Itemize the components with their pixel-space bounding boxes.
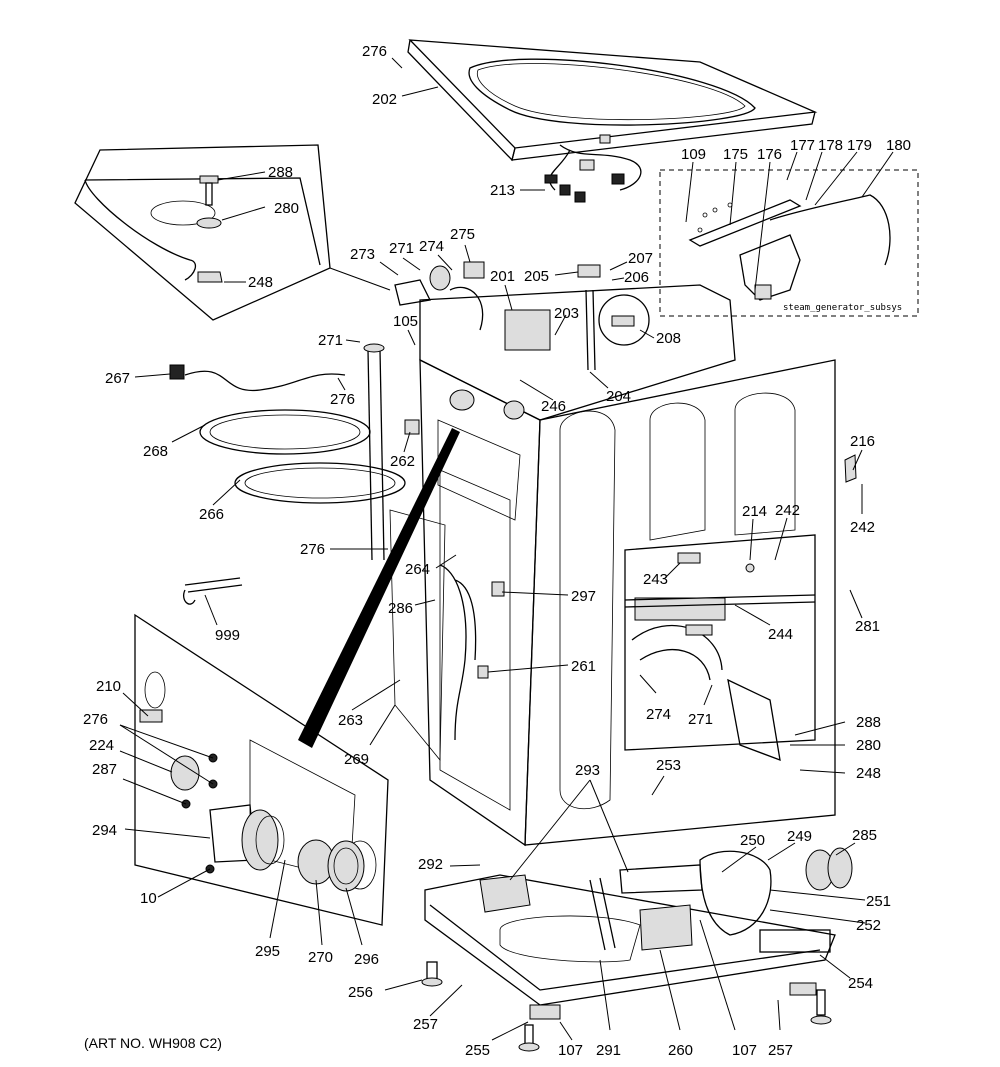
callout-257-right: 257 <box>768 1042 793 1059</box>
callout-179: 179 <box>847 137 872 154</box>
callout-286: 286 <box>388 600 413 617</box>
callout-253: 253 <box>656 757 681 774</box>
callout-293: 293 <box>575 762 600 779</box>
callout-224: 224 <box>89 737 114 754</box>
callout-254: 254 <box>848 975 873 992</box>
callout-288-right: 288 <box>856 714 881 731</box>
callout-999: 999 <box>215 627 240 644</box>
cabinet <box>389 284 836 847</box>
detail-leader-bar <box>298 428 460 748</box>
callout-261: 261 <box>571 658 596 675</box>
callout-242-upper: 242 <box>775 502 800 519</box>
callout-251: 251 <box>866 893 891 910</box>
callout-206: 206 <box>624 269 649 286</box>
callout-248-right: 248 <box>856 765 881 782</box>
callout-294: 294 <box>92 822 117 839</box>
callout-276-hose: 276 <box>330 391 355 408</box>
callout-260: 260 <box>668 1042 693 1059</box>
callout-105: 105 <box>393 313 418 330</box>
callout-210: 210 <box>96 678 121 695</box>
callout-205: 205 <box>524 268 549 285</box>
callout-271-right: 271 <box>688 711 713 728</box>
hoses-left <box>169 343 406 561</box>
callout-285: 285 <box>852 827 877 844</box>
callout-203: 203 <box>554 305 579 322</box>
callout-263: 263 <box>338 712 363 729</box>
callout-271-top: 271 <box>389 240 414 257</box>
callout-276-cover: 276 <box>362 43 387 60</box>
callout-270: 270 <box>308 949 333 966</box>
callout-242-right: 242 <box>850 519 875 536</box>
callout-248-inset: 248 <box>248 274 273 291</box>
callout-107-left: 107 <box>558 1042 583 1059</box>
control-panel <box>134 577 389 926</box>
callout-266: 266 <box>199 506 224 523</box>
steam-generator-subassembly: steam_generator_subsys <box>659 169 919 317</box>
callout-291: 291 <box>596 1042 621 1059</box>
callout-243: 243 <box>643 571 668 588</box>
callout-177: 177 <box>790 137 815 154</box>
callout-297: 297 <box>571 588 596 605</box>
callout-275: 275 <box>450 226 475 243</box>
callout-276-side: 276 <box>300 541 325 558</box>
callout-296: 296 <box>354 951 379 968</box>
callout-262: 262 <box>390 453 415 470</box>
callout-246: 246 <box>541 398 566 415</box>
top-cover <box>407 39 818 162</box>
callout-178: 178 <box>818 137 843 154</box>
callout-273: 273 <box>350 246 375 263</box>
callout-10: 10 <box>140 890 157 907</box>
callout-256: 256 <box>348 984 373 1001</box>
callout-264: 264 <box>405 561 430 578</box>
callout-274-top: 274 <box>419 238 444 255</box>
callout-249: 249 <box>787 828 812 845</box>
callout-214: 214 <box>742 503 767 520</box>
callout-204: 204 <box>606 388 631 405</box>
callout-180: 180 <box>886 137 911 154</box>
callout-288-inset: 288 <box>268 164 293 181</box>
art-number: (ART NO. WH908 C2) <box>84 1035 222 1051</box>
callout-208: 208 <box>656 330 681 347</box>
callout-276-panel: 276 <box>83 711 108 728</box>
wire-harness <box>544 134 642 203</box>
callout-257-left: 257 <box>413 1016 438 1033</box>
base-assembly <box>421 847 853 1052</box>
callout-287: 287 <box>92 761 117 778</box>
callout-280-inset: 280 <box>274 200 299 217</box>
callout-109: 109 <box>681 146 706 163</box>
callout-281: 281 <box>855 618 880 635</box>
callout-271-mid: 271 <box>318 332 343 349</box>
callout-216: 216 <box>850 433 875 450</box>
callout-201: 201 <box>490 268 515 285</box>
callout-207: 207 <box>628 250 653 267</box>
callout-213: 213 <box>490 182 515 199</box>
subassembly-label: steam_generator_subsys <box>783 303 902 313</box>
callout-280-right: 280 <box>856 737 881 754</box>
callout-269: 269 <box>344 751 369 768</box>
callout-292: 292 <box>418 856 443 873</box>
callout-labels: 276 202 213 109 175 176 177 178 179 180 … <box>83 43 911 1059</box>
callout-255: 255 <box>465 1042 490 1059</box>
callout-176: 176 <box>757 146 782 163</box>
leader-lines <box>119 57 894 1041</box>
callout-107-right: 107 <box>732 1042 757 1059</box>
callout-267: 267 <box>105 370 130 387</box>
fastener-detail-inset <box>74 144 391 321</box>
callout-175: 175 <box>723 146 748 163</box>
callout-250: 250 <box>740 832 765 849</box>
callout-295: 295 <box>255 943 280 960</box>
callout-274-mid: 274 <box>646 706 671 723</box>
callout-252: 252 <box>856 917 881 934</box>
callout-244: 244 <box>768 626 793 643</box>
callout-202: 202 <box>372 91 397 108</box>
callout-268: 268 <box>143 443 168 460</box>
